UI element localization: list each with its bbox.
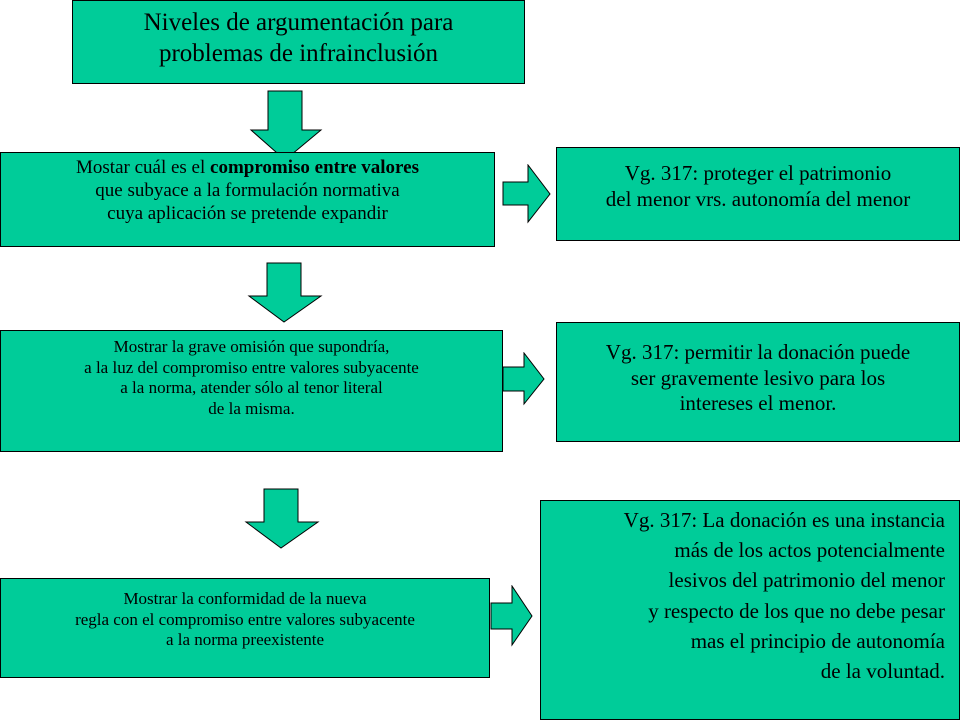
- step-2-line-1: Mostrar la grave omisión que supondría,: [113, 337, 390, 356]
- step-box-1: Mostar cuál es el compromiso entre valor…: [0, 152, 495, 247]
- example-box-1: Vg. 317: proteger el patrimonio del meno…: [556, 147, 960, 241]
- example-3-line-5: mas el principio de autonomía: [690, 628, 945, 653]
- example-1-line-2: del menor vrs. autonomía del menor: [605, 186, 911, 211]
- step-2-line-4: de la misma.: [208, 399, 295, 419]
- example-3-line-2: más de los actos potencialmente: [674, 538, 945, 563]
- step-3-line-1: Mostrar la conformidad de la nueva: [123, 589, 367, 608]
- example-1-line-1: Vg. 317: proteger el patrimonio: [624, 161, 892, 185]
- example-3-line-1: Vg. 317: La donación es una instancia: [623, 508, 945, 532]
- step-3-line-2: regla con el compromiso entre valores su…: [75, 609, 415, 629]
- step-box-2: Mostrar la grave omisión que supondría, …: [0, 330, 503, 452]
- step-2-line-2: a la luz del compromiso entre valores su…: [84, 357, 419, 377]
- step-1-line-1: Mostar cuál es el compromiso entre valor…: [1, 156, 494, 179]
- right-arrow-2: [502, 352, 545, 406]
- title-line-1: Niveles de argumentación para: [143, 9, 454, 36]
- step-2-line-3: a la norma, atender sólo al tenor litera…: [120, 378, 383, 398]
- example-2-line-1: Vg. 317: permitir la donación puede: [605, 340, 911, 364]
- step-3-line-3: a la norma preexistente: [165, 630, 325, 650]
- step-1-bold-term: compromiso entre valores: [210, 157, 419, 178]
- example-2-line-2: ser gravemente lesivo para los: [630, 365, 886, 390]
- down-arrow-1: [249, 90, 323, 161]
- step-box-3: Mostrar la conformidad de la nueva regla…: [0, 578, 490, 678]
- step-1-line-1-text: Mostar cuál es el: [76, 157, 211, 178]
- example-2-line-3: intereses el menor.: [679, 391, 837, 416]
- example-box-3: Vg. 317: La donación es una instancia má…: [540, 500, 960, 720]
- example-3-line-6: de la voluntad.: [820, 659, 945, 684]
- step-1-line-2: que subyace a la formulación normativa: [95, 180, 400, 202]
- down-arrow-3: [244, 488, 320, 549]
- right-arrow-3: [490, 585, 533, 647]
- down-arrow-2: [247, 262, 323, 323]
- title-box: Niveles de argumentación para problemas …: [72, 0, 525, 84]
- title-line-2: problemas de infrainclusión: [158, 39, 439, 67]
- example-box-2: Vg. 317: permitir la donación puede ser …: [556, 322, 960, 442]
- right-arrow-1: [502, 164, 551, 224]
- step-1-line-3: cuya aplicación se pretende expandir: [107, 203, 388, 225]
- example-3-line-3: lesivos del patrimonio del menor: [668, 568, 945, 593]
- example-3-line-4: y respecto de los que no debe pesar: [648, 598, 945, 623]
